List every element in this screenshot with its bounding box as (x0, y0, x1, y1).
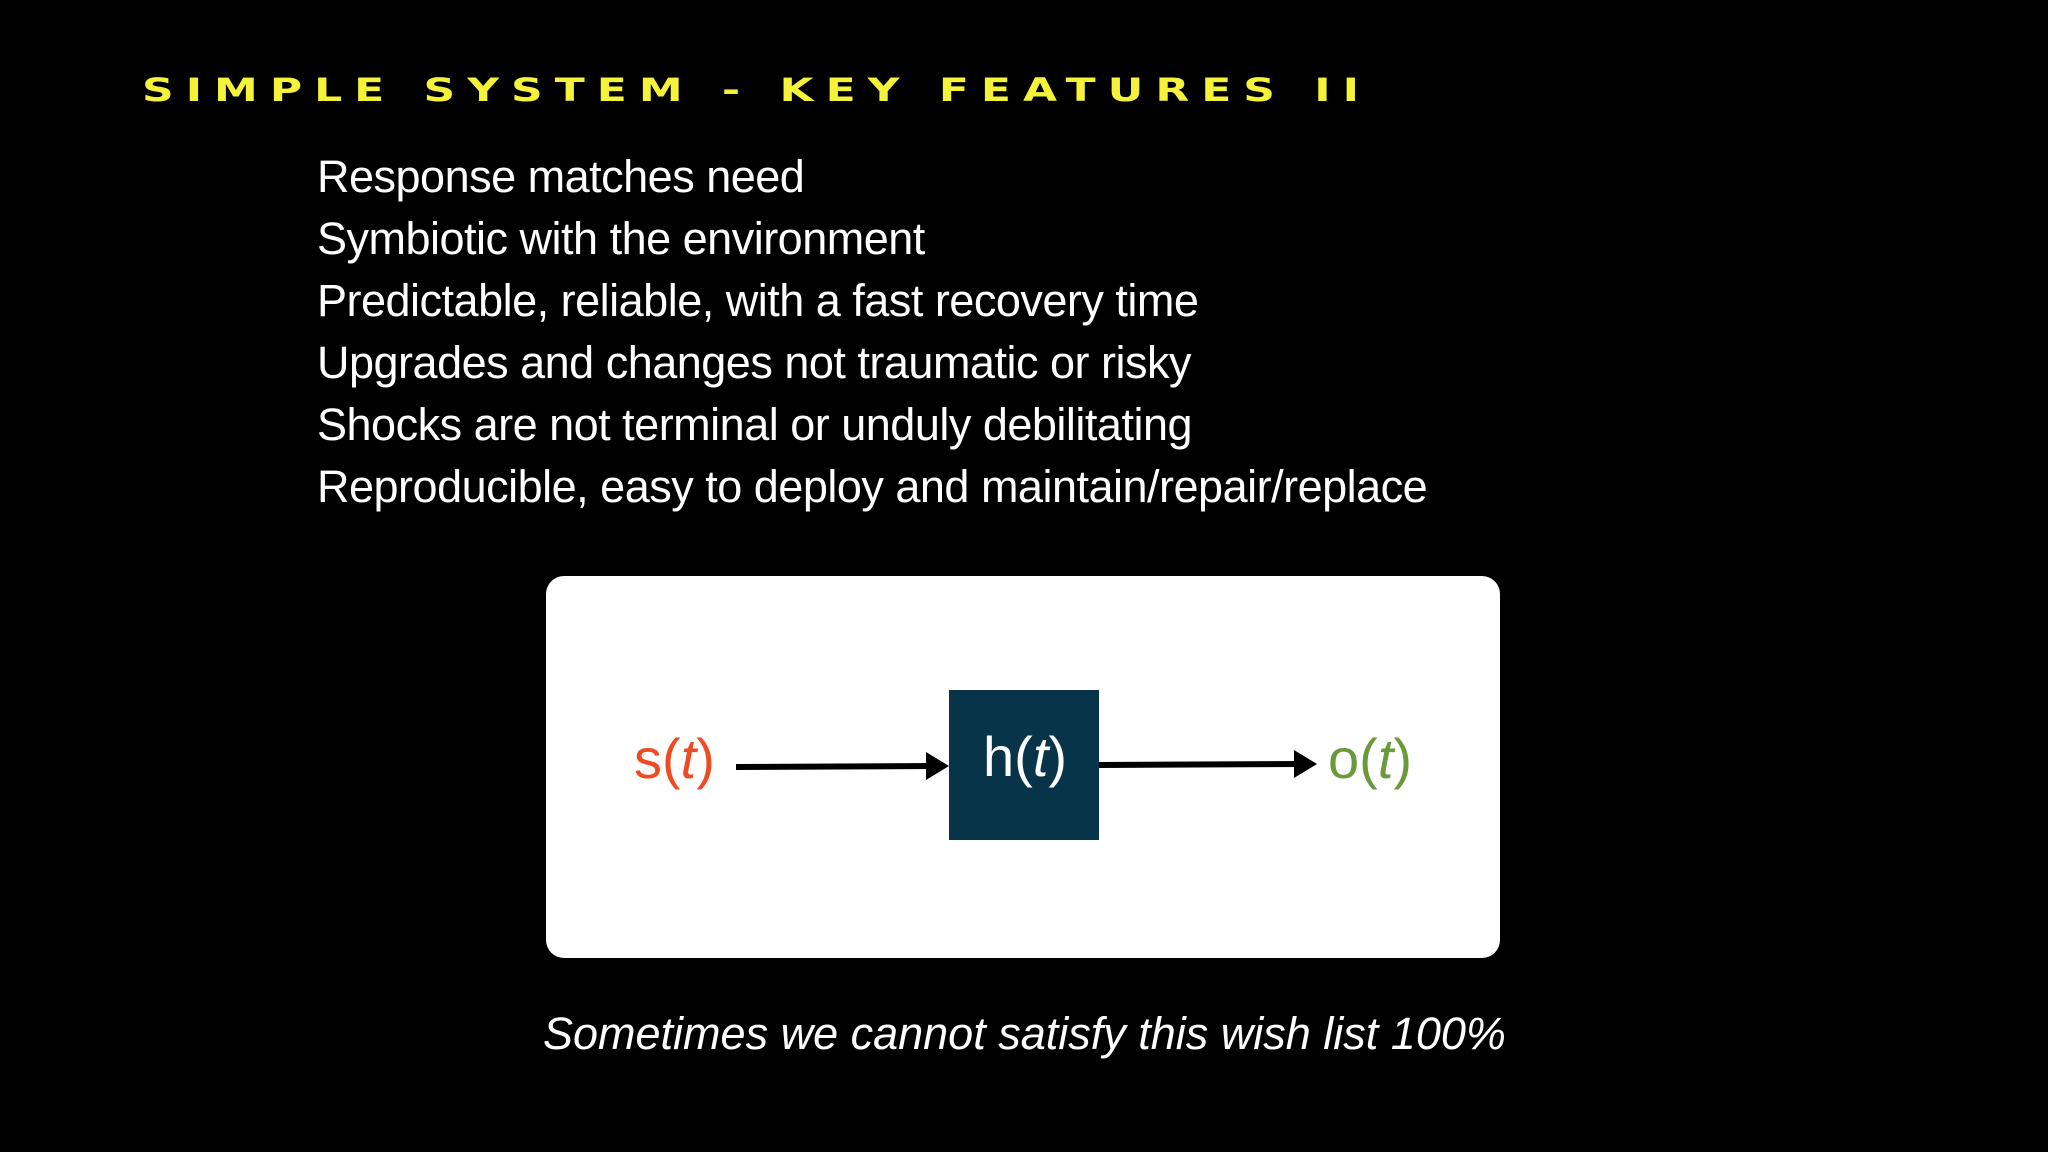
slide-title: Simple System - Key Features II (142, 72, 1372, 109)
feature-item: Shocks are not terminal or unduly debili… (317, 399, 1193, 450)
output-arrow-line (1098, 761, 1305, 768)
feature-list: Response matches need Symbiotic with the… (317, 146, 1428, 518)
input-arrow-head-icon (926, 752, 949, 780)
feature-item: Symbiotic with the environment (317, 213, 925, 264)
feature-item: Upgrades and changes not traumatic or ri… (317, 337, 1191, 388)
feature-item: Reproducible, easy to deploy and maintai… (317, 461, 1428, 512)
system-function-label: h(t) (983, 725, 1068, 788)
input-signal-label: s(t) (634, 727, 715, 790)
system-diagram: s(t) h(t) o(t) (546, 576, 1500, 958)
feature-item: Predictable, reliable, with a fast recov… (317, 275, 1199, 326)
arrow-connectors (735, 750, 1317, 780)
system-block: h(t) (949, 690, 1099, 840)
caption: Sometimes we cannot satisfy this wish li… (543, 1008, 1506, 1059)
output-signal-label: o(t) (1328, 727, 1413, 790)
output-arrow-head-icon (1294, 750, 1317, 778)
feature-item: Response matches need (317, 151, 805, 202)
input-arrow-line (735, 763, 937, 770)
